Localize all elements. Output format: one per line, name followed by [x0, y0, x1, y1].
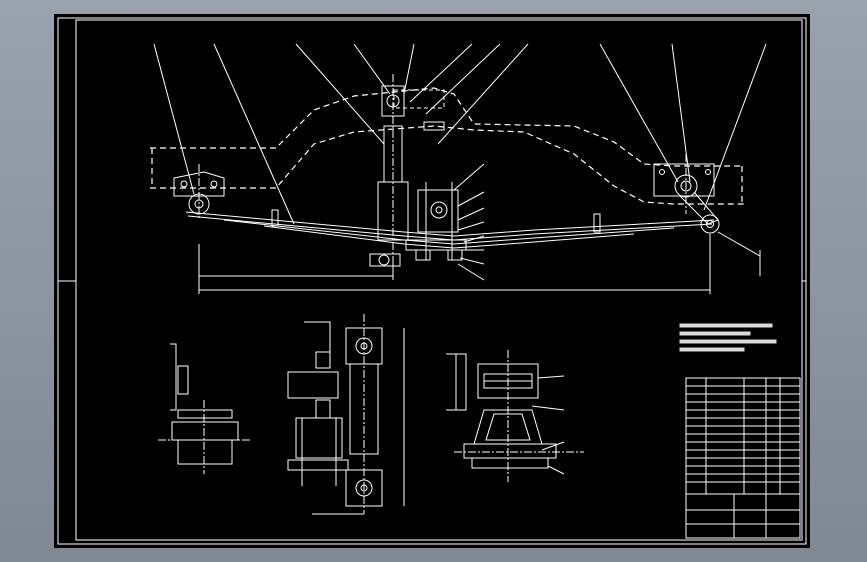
drawing-canvas	[57, 17, 807, 545]
leaf-spring	[185, 211, 715, 249]
spring-clip-right	[593, 213, 601, 233]
detail-bracket-section	[158, 343, 252, 474]
callout-leaders	[153, 43, 767, 281]
outer-border	[57, 17, 807, 545]
inner-border	[75, 19, 803, 541]
u-bolt-axle-seat	[369, 182, 467, 267]
rear-spring-shackle	[653, 154, 720, 234]
technical-notes	[679, 323, 777, 352]
overall-dimension	[198, 234, 711, 294]
drawing-sheet	[54, 14, 810, 548]
spring-clip-left	[271, 209, 279, 227]
frame-outline-lower	[150, 125, 744, 205]
front-spring-bracket	[173, 164, 225, 219]
frame-outline-upper	[150, 87, 744, 167]
detail-shackle-section	[446, 350, 584, 482]
main-assembly-view	[150, 43, 767, 294]
detail-shock-absorber	[287, 314, 405, 515]
parts-list-title-block	[685, 377, 801, 539]
shock-absorber-main	[377, 74, 445, 264]
